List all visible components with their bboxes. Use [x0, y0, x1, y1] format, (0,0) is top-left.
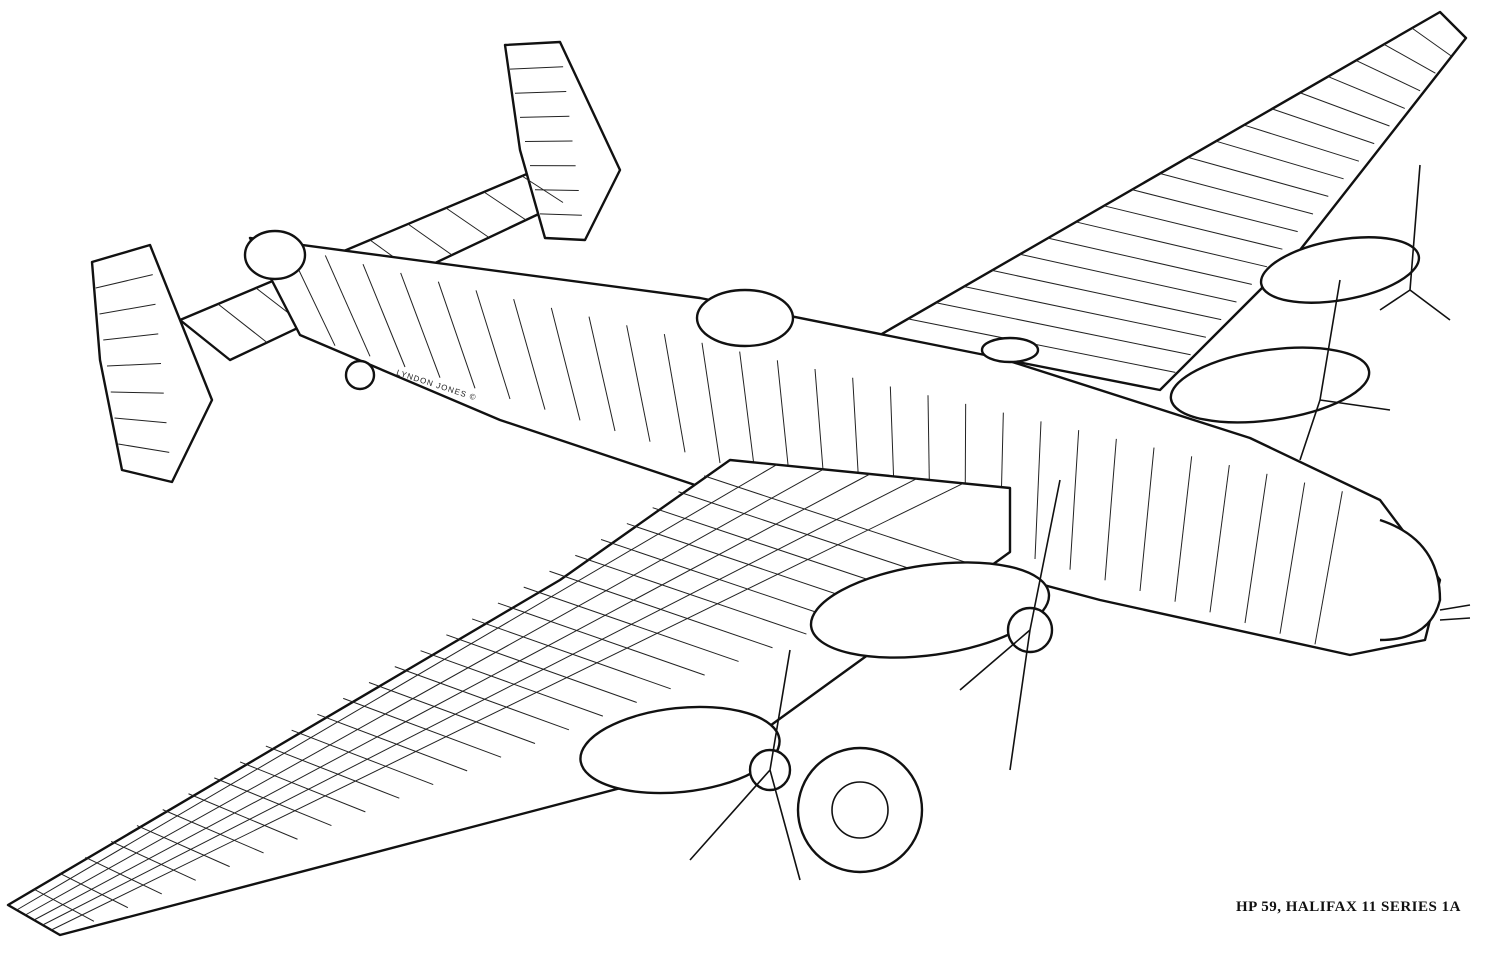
structure-line	[1069, 430, 1080, 570]
drawing-caption: HP 59, HALIFAX 11 SERIES 1A	[1236, 899, 1461, 915]
structure-line	[509, 66, 564, 70]
structure-line	[85, 856, 163, 895]
structure-line	[1139, 447, 1155, 592]
structure-line	[524, 140, 573, 142]
structure-line	[1244, 473, 1268, 624]
structure-line	[110, 391, 164, 394]
structure-line	[103, 333, 159, 341]
nose-turret	[1379, 518, 1442, 642]
structure-line	[95, 274, 153, 289]
structure-line	[25, 468, 824, 916]
structure-line	[1411, 27, 1451, 57]
structure-line	[106, 363, 162, 367]
structure-line	[1034, 421, 1042, 560]
structure-line	[935, 302, 1191, 356]
structure-line	[110, 840, 196, 881]
structure-line	[663, 333, 686, 453]
structure-line	[483, 191, 527, 221]
structure-line	[16, 464, 777, 911]
structure-line	[907, 318, 1176, 373]
structure-line	[701, 342, 721, 464]
structure-line	[514, 91, 567, 94]
structure-line	[588, 316, 616, 432]
structure-line	[704, 475, 977, 567]
structure-line	[362, 264, 406, 368]
structure-line	[497, 602, 705, 676]
structure-line	[437, 281, 476, 389]
structure-line	[42, 478, 917, 926]
structure-line	[420, 650, 604, 717]
structure-line	[1243, 124, 1360, 162]
structure-line	[407, 223, 453, 256]
main-wheel	[796, 746, 924, 874]
structure-line	[1383, 43, 1436, 74]
structure-line	[1159, 173, 1314, 215]
structure-line	[59, 872, 129, 909]
port-engines	[579, 479, 1061, 881]
structure-line	[1103, 205, 1283, 250]
structure-line	[99, 303, 156, 315]
structure-line	[1174, 456, 1193, 602]
structure-line	[33, 473, 871, 921]
structure-line	[1047, 237, 1252, 285]
structure-line	[626, 523, 875, 608]
structure-line	[214, 777, 332, 827]
structure-line	[394, 666, 570, 731]
structure-line	[1104, 438, 1117, 581]
structure-line	[136, 825, 230, 868]
port-wing	[6, 458, 1012, 937]
structure-line	[217, 303, 268, 343]
structure-line	[291, 729, 434, 786]
structure-line	[114, 417, 167, 424]
structure-line	[534, 189, 579, 191]
fuselage	[243, 229, 1471, 657]
structure-line	[445, 207, 490, 238]
structure-line	[471, 618, 671, 690]
structure-line	[575, 554, 807, 635]
structure-line	[1209, 465, 1230, 613]
structure-line	[51, 482, 964, 931]
structure-line	[776, 360, 791, 485]
structure-line	[475, 290, 511, 400]
structure-line	[1131, 189, 1298, 233]
structure-line	[1187, 156, 1329, 197]
structure-line	[368, 682, 536, 744]
structure-line	[1355, 59, 1421, 92]
starboard-engines	[1169, 164, 1451, 461]
structure-line	[519, 115, 570, 118]
structure-line	[118, 443, 170, 453]
structure-line	[600, 538, 841, 621]
structure-line	[1271, 108, 1375, 145]
structure-line	[239, 761, 366, 813]
structure-line	[513, 298, 546, 410]
structure-line	[343, 697, 502, 758]
structure-line	[324, 255, 371, 357]
structure-line	[521, 175, 564, 203]
structure-line	[963, 286, 1207, 338]
structure-line	[400, 272, 441, 378]
structure-line	[1299, 92, 1390, 127]
structure-line	[265, 745, 400, 799]
structure-line	[626, 325, 651, 442]
structure-line	[1075, 221, 1268, 268]
structure-line	[1327, 76, 1405, 109]
structure-line	[1279, 482, 1306, 634]
tail-wheel	[344, 359, 376, 391]
structure-line	[446, 634, 637, 703]
dorsal-turret	[695, 288, 795, 348]
structure-line	[1314, 491, 1343, 645]
structure-line	[739, 351, 756, 474]
structure-line	[1019, 253, 1237, 303]
structure-line	[317, 713, 468, 772]
structure-line	[162, 809, 264, 854]
structure-line	[991, 269, 1222, 321]
structure-line	[550, 307, 581, 421]
starboard-wing	[878, 10, 1468, 392]
dome-antenna	[980, 336, 1040, 364]
structure-line	[678, 491, 943, 580]
structure-line	[1215, 140, 1344, 180]
tail-turret	[243, 229, 307, 281]
structure-line	[539, 213, 582, 216]
structure-line	[188, 793, 298, 840]
